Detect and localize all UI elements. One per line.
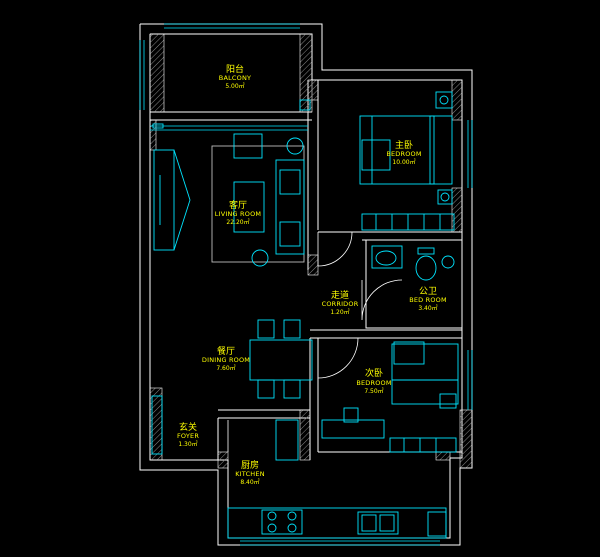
room-label-cn: 餐厅 bbox=[217, 345, 235, 357]
windows bbox=[139, 23, 473, 546]
room-label-en: CORRIDOR bbox=[322, 300, 359, 308]
room-label-area: 1.30㎡ bbox=[178, 440, 197, 448]
room-label-area: 22.20㎡ bbox=[226, 218, 249, 226]
room-label-en: BALCONY bbox=[219, 74, 251, 82]
room-label-area: 5.00㎡ bbox=[225, 82, 244, 90]
room-label-area: 7.60㎡ bbox=[216, 364, 235, 372]
room-label-cn: 阳台 bbox=[226, 63, 244, 75]
room-label-en: LIVING ROOM bbox=[215, 210, 261, 218]
room-label-cn: 公卫 bbox=[419, 286, 437, 297]
room-label-en: FOYER bbox=[177, 432, 199, 440]
room-label-en: BEDROOM bbox=[386, 150, 421, 158]
room-label-area: 8.40㎡ bbox=[240, 478, 259, 486]
room-label-en: KITCHEN bbox=[235, 470, 265, 478]
room-label-en: DINING ROOM bbox=[202, 356, 250, 364]
room-label-area: 10.00㎡ bbox=[392, 158, 415, 166]
room-label-area: 1.20㎡ bbox=[330, 308, 349, 316]
room-label-en: BEDROOM bbox=[356, 379, 391, 387]
room-label-cn: 次卧 bbox=[365, 367, 383, 379]
room-label-cn: 主卧 bbox=[395, 139, 413, 151]
room-label-area: 3.40㎡ bbox=[418, 304, 437, 312]
room-label-cn: 玄关 bbox=[179, 421, 197, 433]
wall-hatching bbox=[149, 33, 473, 469]
room-label-area: 7.50㎡ bbox=[364, 387, 383, 395]
room-label-en: BED ROOM bbox=[409, 296, 447, 304]
doors bbox=[176, 231, 403, 461]
furniture bbox=[151, 91, 459, 539]
room-labels: 阳台 BALCONY 5.00㎡ 客厅 LIVING ROOM 22.20㎡ 主… bbox=[177, 63, 447, 486]
room-label-cn: 厨房 bbox=[241, 459, 259, 471]
room-label-cn: 客厅 bbox=[229, 199, 247, 211]
room-label-cn: 走道 bbox=[331, 289, 349, 301]
